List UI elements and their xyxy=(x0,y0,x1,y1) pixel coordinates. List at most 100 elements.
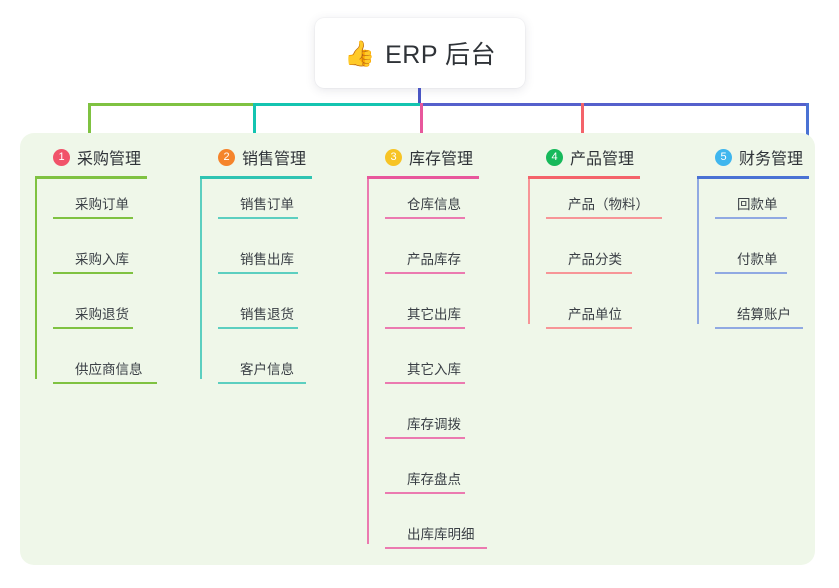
branch-underline xyxy=(35,176,147,179)
branch-column-inventory: 3 库存管理仓库信息产品库存其它出库其它入库库存调拨库存盘点出库库明细 xyxy=(367,145,487,564)
leaf-item[interactable]: 库存盘点 xyxy=(385,454,479,509)
leaf-item[interactable]: 销售订单 xyxy=(218,179,312,234)
leaf-item-label: 回款单 xyxy=(737,197,778,212)
connector-drop-inventory xyxy=(420,103,423,149)
leaf-list-product: 产品（物料） 产品分类产品单位 xyxy=(528,179,662,344)
leaf-list-purchase: 采购订单采购入库采购退货供应商信息 xyxy=(35,179,157,399)
leaf-spine xyxy=(528,179,530,324)
leaf-spine xyxy=(35,179,37,379)
leaf-item[interactable]: 付款单 xyxy=(715,234,809,289)
leaf-item-underline xyxy=(385,217,465,219)
leaf-item[interactable]: 回款单 xyxy=(715,179,809,234)
branch-underline xyxy=(528,176,640,179)
branch-column-product: 4 产品管理产品（物料） 产品分类产品单位 xyxy=(528,145,662,344)
leaf-item-underline xyxy=(53,327,133,329)
leaf-item-label: 产品库存 xyxy=(407,252,461,267)
numbered-badge-icon: 3 xyxy=(385,148,402,166)
numbered-badge-icon: 2 xyxy=(218,148,235,166)
leaf-item[interactable]: 其它出库 xyxy=(385,289,479,344)
leaf-item[interactable]: 产品（物料） xyxy=(546,179,662,234)
branch-underline xyxy=(367,176,479,179)
leaf-spine xyxy=(367,179,369,544)
root-node-title: ERP 后台 xyxy=(385,41,497,69)
leaf-item-underline xyxy=(385,492,465,494)
leaf-item[interactable]: 采购入库 xyxy=(53,234,147,289)
numbered-badge-icon: 5 xyxy=(715,148,732,166)
branch-title: 财务管理 xyxy=(739,151,804,168)
branch-title: 库存管理 xyxy=(409,151,474,168)
branch-title: 采购管理 xyxy=(77,151,142,168)
leaf-item-label: 采购退货 xyxy=(75,307,129,322)
leaf-item[interactable]: 结算账户 xyxy=(715,289,809,344)
root-node-erp-backend[interactable]: 👍 ERP 后台 xyxy=(315,18,525,88)
leaf-item-label: 产品单位 xyxy=(568,307,622,322)
leaf-item-label: 其它入库 xyxy=(407,362,461,377)
leaf-list-inventory: 仓库信息产品库存其它出库其它入库库存调拨库存盘点出库库明细 xyxy=(367,179,487,564)
leaf-list-finance: 回款单付款单结算账户 xyxy=(697,179,809,344)
leaf-item-label: 采购入库 xyxy=(75,252,129,267)
leaf-item-underline xyxy=(715,272,787,274)
leaf-item-underline xyxy=(715,217,787,219)
leaf-item[interactable]: 产品单位 xyxy=(546,289,640,344)
leaf-item[interactable]: 销售出库 xyxy=(218,234,312,289)
leaf-item-label: 库存盘点 xyxy=(407,472,461,487)
leaf-item[interactable]: 供应商信息 xyxy=(53,344,157,399)
connector-bar-purple xyxy=(420,103,808,106)
branch-underline xyxy=(200,176,312,179)
connector-drop-product xyxy=(581,103,584,149)
leaf-item-underline xyxy=(53,382,157,384)
leaf-item-underline xyxy=(218,327,298,329)
leaf-item-underline xyxy=(53,217,133,219)
leaf-item-underline xyxy=(715,327,803,329)
branch-header-product[interactable]: 4 产品管理 xyxy=(528,145,640,169)
leaf-item[interactable]: 产品库存 xyxy=(385,234,479,289)
branch-title: 产品管理 xyxy=(570,151,635,168)
connector-bar-teal xyxy=(253,103,421,106)
leaf-spine xyxy=(697,179,699,324)
numbered-badge-icon: 4 xyxy=(546,148,563,166)
leaf-item-label: 销售订单 xyxy=(240,197,294,212)
leaf-item[interactable]: 库存调拨 xyxy=(385,399,479,454)
leaf-item-label: 销售退货 xyxy=(240,307,294,322)
leaf-item[interactable]: 产品分类 xyxy=(546,234,640,289)
leaf-item-label: 仓库信息 xyxy=(407,197,461,212)
leaf-item-label: 库存调拨 xyxy=(407,417,461,432)
leaf-spine xyxy=(200,179,202,379)
branch-underline xyxy=(697,176,809,179)
branch-header-purchase[interactable]: 1 采购管理 xyxy=(35,145,147,169)
leaf-item-label: 采购订单 xyxy=(75,197,129,212)
leaf-item-label: 销售出库 xyxy=(240,252,294,267)
leaf-item[interactable]: 采购订单 xyxy=(53,179,147,234)
numbered-badge-icon: 1 xyxy=(53,148,70,166)
branch-column-purchase: 1 采购管理采购订单采购入库采购退货供应商信息 xyxy=(35,145,157,399)
leaf-item[interactable]: 仓库信息 xyxy=(385,179,479,234)
connector-drop-purchase xyxy=(88,103,91,149)
branch-column-finance: 5 财务管理回款单付款单结算账户 xyxy=(697,145,809,344)
leaf-item-label: 其它出库 xyxy=(407,307,461,322)
leaf-item-underline xyxy=(385,382,465,384)
branch-column-sales: 2 销售管理销售订单销售出库销售退货客户信息 xyxy=(200,145,312,399)
leaf-item-underline xyxy=(546,327,632,329)
connector-drop-finance xyxy=(806,103,809,149)
connector-bar-green xyxy=(88,103,254,106)
leaf-item-underline xyxy=(385,272,465,274)
leaf-list-sales: 销售订单销售出库销售退货客户信息 xyxy=(200,179,312,399)
leaf-item-underline xyxy=(218,217,298,219)
branch-header-inventory[interactable]: 3 库存管理 xyxy=(367,145,479,169)
leaf-item-underline xyxy=(546,272,632,274)
leaf-item[interactable]: 销售退货 xyxy=(218,289,312,344)
leaf-item[interactable]: 其它入库 xyxy=(385,344,479,399)
leaf-item[interactable]: 客户信息 xyxy=(218,344,312,399)
leaf-item-underline xyxy=(385,547,487,549)
leaf-item-label: 出库库明细 xyxy=(407,527,475,542)
branch-title: 销售管理 xyxy=(242,151,307,168)
leaf-item-underline xyxy=(385,437,465,439)
branch-header-sales[interactable]: 2 销售管理 xyxy=(200,145,312,169)
leaf-item[interactable]: 采购退货 xyxy=(53,289,147,344)
leaf-item-underline xyxy=(546,217,662,219)
branch-header-finance[interactable]: 5 财务管理 xyxy=(697,145,809,169)
leaf-item-label: 产品分类 xyxy=(568,252,622,267)
leaf-item-underline xyxy=(218,382,306,384)
leaf-item[interactable]: 出库库明细 xyxy=(385,509,487,564)
